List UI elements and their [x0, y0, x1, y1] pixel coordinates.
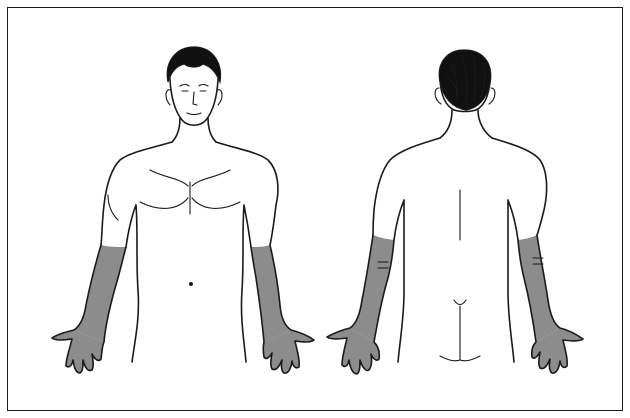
anterior-figure [52, 47, 314, 373]
posterior-figure [327, 50, 583, 374]
posterior-elbow-marks [378, 258, 543, 268]
posterior-left-forearm-shading [350, 235, 394, 342]
anterior-left-forearm-shading [251, 245, 291, 342]
posterior-buttocks [440, 300, 480, 361]
posterior-hair [439, 50, 491, 110]
anterior-neck [172, 118, 216, 142]
posterior-neck [440, 110, 492, 138]
anterior-face-features [180, 85, 208, 115]
anterior-navel [189, 282, 193, 286]
anterior-chest-lines [108, 170, 240, 220]
anterior-right-forearm-shading [74, 245, 126, 342]
anterior-hair [167, 47, 220, 82]
